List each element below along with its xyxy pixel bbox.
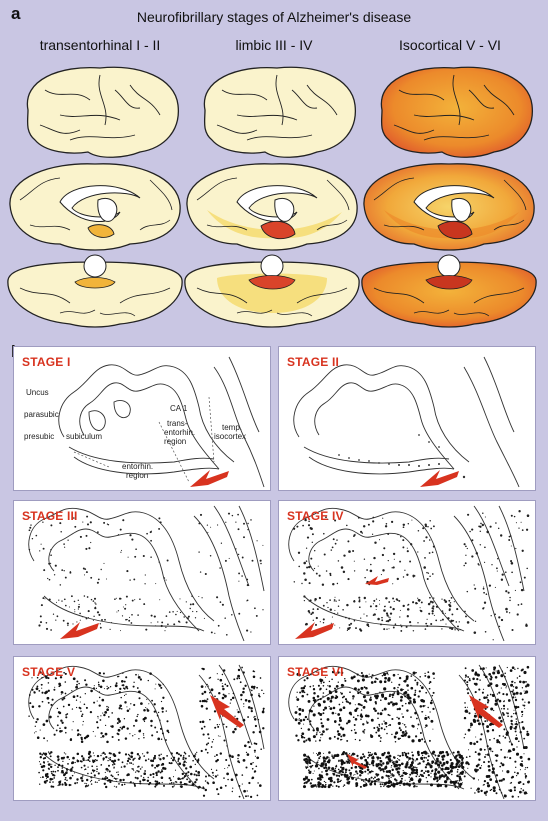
hippocampus-section-stage-5 [28,664,265,800]
arrow-isocortex [469,695,503,728]
label-parasubic: parasubic [24,410,59,419]
stage-5-panel: STAGE V [13,656,271,801]
lateral-brain-stage-5-6 [380,66,533,158]
figure-title: Neurofibrillary stages of Alzheimer's di… [136,9,412,25]
arrow-isocortex [210,695,244,728]
basal-brain-stage-1-2 [7,254,183,328]
arrow-ca1 [365,576,389,585]
column-label-isocortical: Isocortical V - VI [399,37,501,53]
basal-brain-stage-3-4 [184,254,360,328]
hippocampus-section-stage-2 [293,356,520,488]
lateral-brain-stage-1-2 [26,66,179,158]
stage-label: STAGE III [22,509,78,523]
label-uncus: Uncus [26,388,49,397]
lateral-brain-stage-3-4 [203,66,356,158]
label-trans-1: trans- [167,419,188,428]
label-trans-2: entorhin. [164,428,196,437]
stage-label: STAGE IV [287,509,344,523]
medial-brain-stage-1-2 [9,163,181,251]
stage-label: STAGE II [287,355,340,369]
label-temp-2: isocortex [214,432,247,441]
stage-1-panel: STAGE I Uncus parasubic presubic subicul… [13,346,271,491]
stage-3-panel: STAGE III [13,500,271,645]
panel-a-letter: a [11,4,21,23]
label-temp-1: temp. [222,423,243,432]
label-ca1: CA 1 [170,404,188,413]
label-ento-1: entorhin. [122,462,154,471]
basal-brain-stage-5-6 [361,254,537,328]
medial-brain-stage-5-6 [363,163,535,251]
label-presubic: presubic [24,432,55,441]
hippocampus-section-stage-6 [288,664,531,800]
arrow-entorhinal [190,470,229,487]
label-ento-2: region [126,471,149,480]
column-label-transentorhinal: transentorhinal I - II [39,37,161,53]
arrow-entorhinal [60,622,99,639]
stage-label: STAGE VI [287,665,344,679]
label-trans-3: region [164,437,187,446]
stage-6-panel: STAGE VI [278,656,536,801]
stage-label: STAGE I [22,355,71,369]
brain-maps [7,66,537,328]
hippocampus-section-stage-1 [58,356,265,488]
label-subiculum: subiculum [66,432,103,441]
stage-2-panel: STAGE II [278,346,536,491]
stage-label: STAGE V [22,665,76,679]
hippocampus-section-stage-3 [28,505,265,642]
hippocampus-section-stage-4 [288,505,530,642]
arrow-entorhinal [347,754,367,769]
stage-4-panel: STAGE IV [278,500,536,645]
arrow-entorhinal [420,470,459,487]
arrow-entorhinal [295,622,334,639]
column-label-limbic: limbic III - IV [235,37,313,53]
medial-brain-stage-3-4 [186,163,358,251]
